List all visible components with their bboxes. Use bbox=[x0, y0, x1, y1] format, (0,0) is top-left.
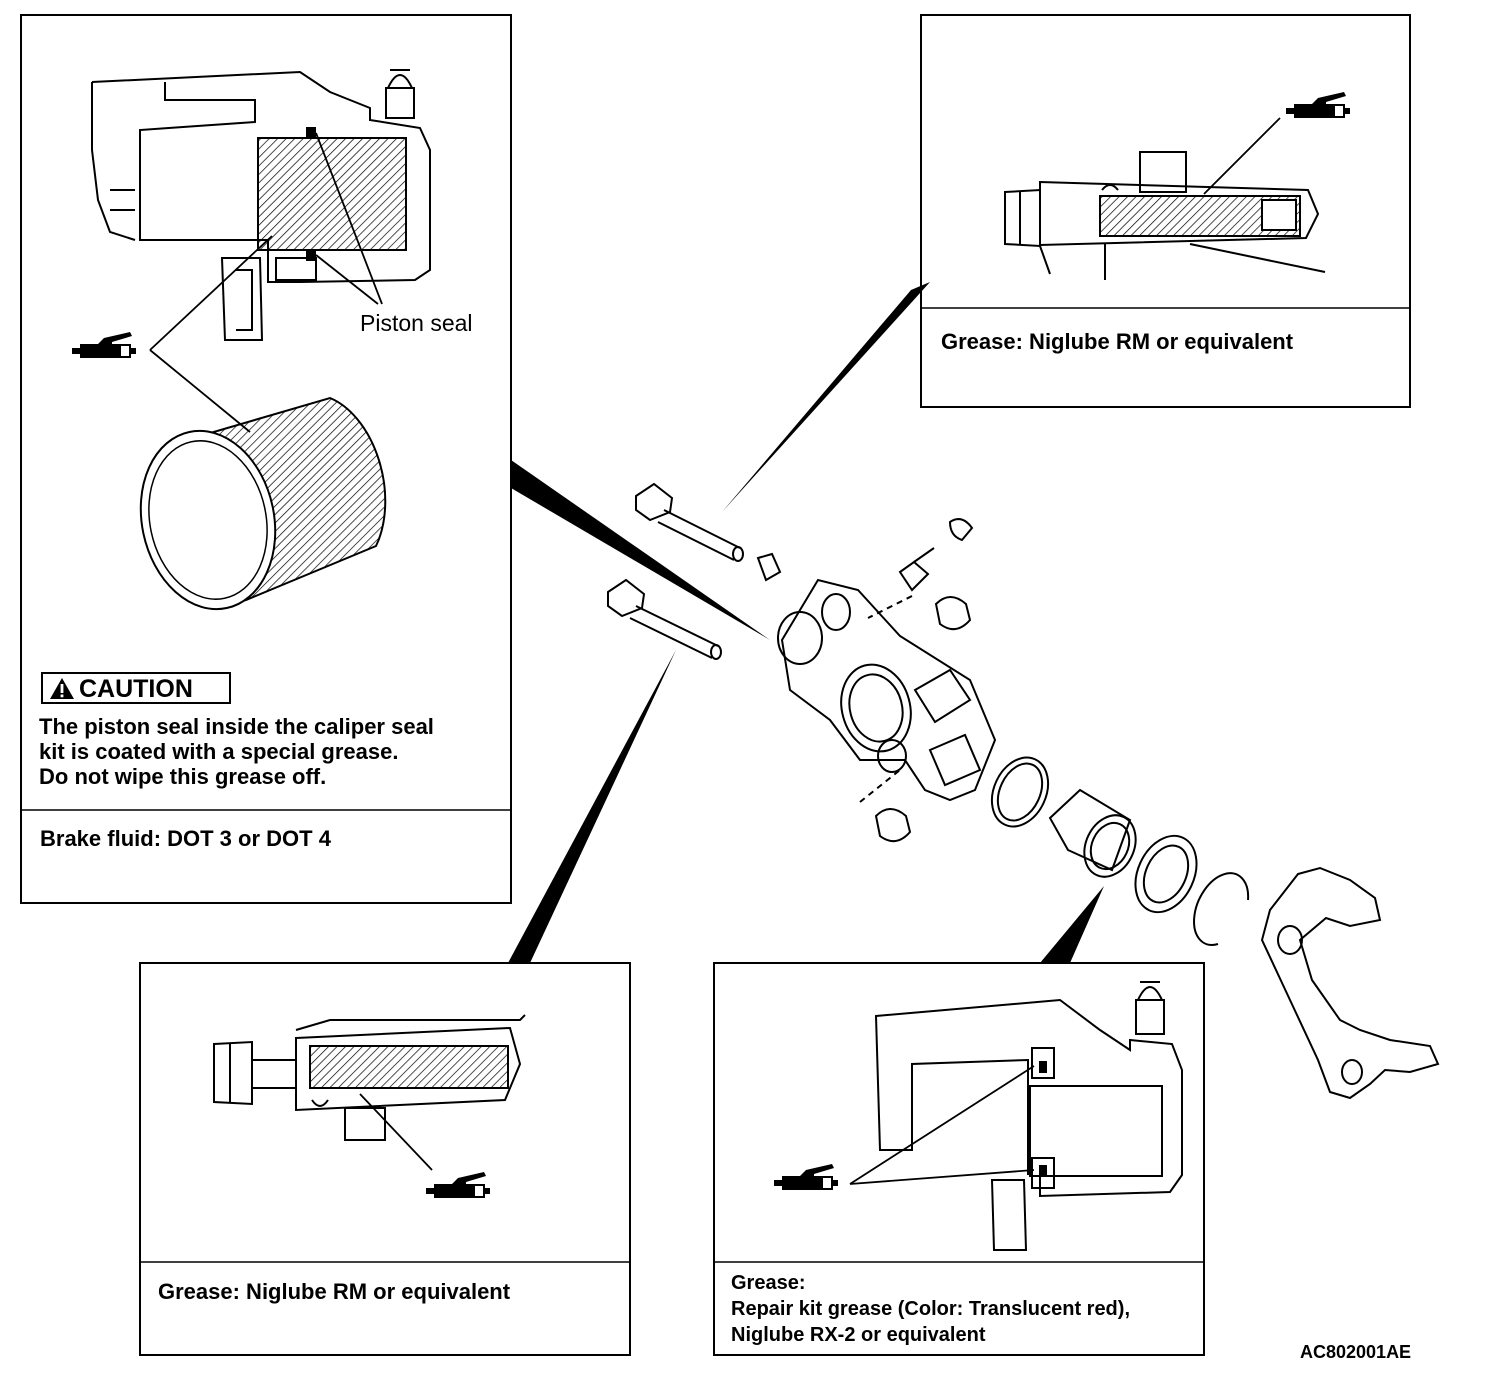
dust-boot bbox=[1134, 834, 1198, 914]
boot-left bbox=[874, 808, 912, 843]
figure-code: AC802001AE bbox=[1300, 1342, 1412, 1362]
caliper-body bbox=[777, 578, 997, 802]
note-grease-bottom-right-line-1: Grease: bbox=[731, 1272, 806, 1294]
callout-wedge-top-left bbox=[511, 460, 770, 640]
bleeder-screw bbox=[898, 518, 974, 592]
caliper-support bbox=[1260, 866, 1440, 1100]
grease-gun-icon bbox=[773, 1163, 839, 1191]
snap-ring bbox=[1193, 872, 1250, 946]
pin-boot-upper bbox=[756, 552, 782, 582]
panel-top-left bbox=[20, 14, 512, 904]
caution-badge: CAUTION bbox=[41, 672, 231, 704]
slide-pin-section-top-right bbox=[1004, 151, 1326, 280]
panel-top-right bbox=[920, 14, 1411, 408]
guide-pin-bolt-upper bbox=[635, 482, 744, 562]
caliper-cross-section-top-left bbox=[91, 69, 431, 341]
exploded-view bbox=[607, 482, 1440, 1100]
note-grease-top-right: Grease: Niglube RM or equivalent bbox=[941, 329, 1294, 354]
grease-gun-icon bbox=[1285, 91, 1351, 119]
panel-bottom-left bbox=[139, 962, 631, 1356]
slide-pin-section-bottom-left bbox=[213, 1014, 526, 1141]
callout-wedge-bottom-left bbox=[508, 650, 676, 963]
caution-line-2: kit is coated with a special grease. bbox=[39, 739, 399, 764]
warning-triangle-icon bbox=[50, 678, 74, 699]
piston-seal-label: Piston seal bbox=[360, 310, 473, 336]
piston-illustration bbox=[139, 396, 387, 611]
grease-gun-icon bbox=[425, 1171, 491, 1199]
callout-wedge-bottom-right bbox=[1040, 886, 1104, 963]
caution-line-3: Do not wipe this grease off. bbox=[39, 764, 327, 789]
note-grease-bottom-left: Grease: Niglube RM or equivalent bbox=[158, 1279, 511, 1304]
piston-seal-ring bbox=[990, 756, 1050, 828]
grease-gun-icon bbox=[71, 331, 137, 359]
note-brake-fluid: Brake fluid: DOT 3 or DOT 4 bbox=[40, 826, 331, 851]
caution-line-1: The piston seal inside the caliper seal bbox=[39, 714, 434, 739]
caliper-cross-section-bottom-right bbox=[874, 981, 1183, 1251]
callout-wedge-top-right bbox=[722, 282, 930, 512]
piston bbox=[1048, 788, 1137, 878]
panel-bottom-right bbox=[713, 962, 1205, 1356]
boot-right bbox=[934, 596, 972, 631]
guide-pin-bolt-lower bbox=[607, 578, 722, 660]
note-grease-bottom-right-line-3: Niglube RX-2 or equivalent bbox=[731, 1324, 986, 1346]
caution-title: CAUTION bbox=[79, 675, 193, 703]
note-grease-bottom-right-line-2: Repair kit grease (Color: Translucent re… bbox=[731, 1298, 1130, 1320]
